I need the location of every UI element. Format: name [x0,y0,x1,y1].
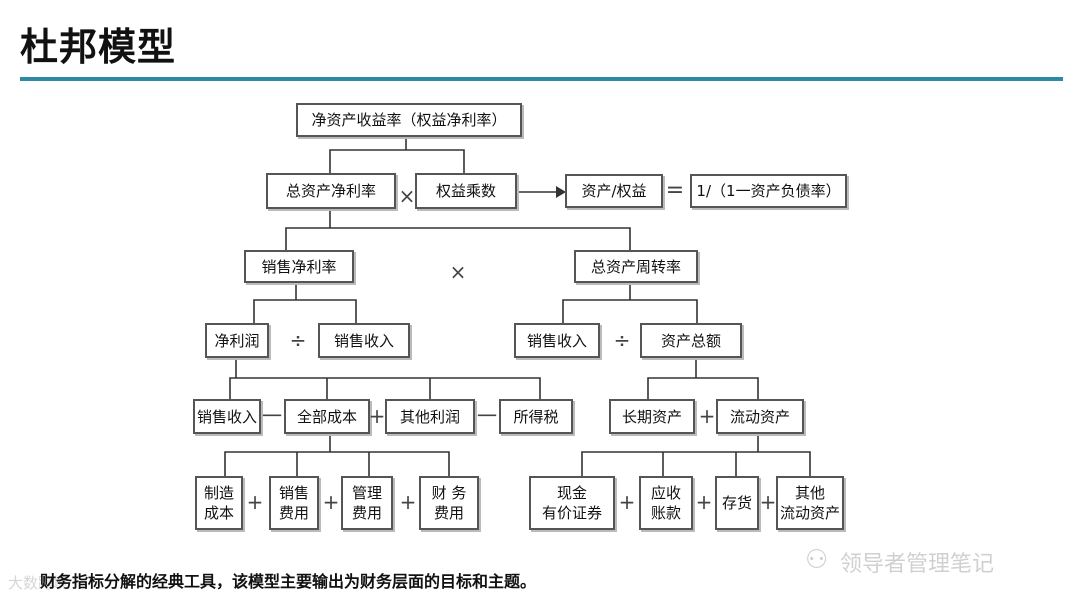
plus-operator: + [322,490,340,514]
node-inventory: 存货 [715,476,759,530]
node-other-profit: 其他利润 [385,399,475,434]
plus-operator: + [759,490,777,514]
node-long-term-assets: 长期资产 [609,399,695,434]
times-operator: × [398,184,416,208]
node-sales-revenue: 销售收入 [318,323,410,358]
minus-operator: 一 [262,404,282,428]
node-total-cost: 全部成本 [284,399,370,434]
node-net-profit: 净利润 [205,323,269,358]
watermark-text: 领导者管理笔记 [840,552,995,577]
node-selling-expense: 销售 费用 [269,476,319,530]
divide-operator: ÷ [289,328,307,352]
node-income-tax: 所得税 [499,399,573,434]
node-sales-revenue: 销售收入 [193,399,261,434]
corner-watermark: 大数跨境 [8,574,69,592]
plus-operator: + [399,490,417,514]
plus-operator: + [698,404,716,428]
node-admin-expense: 管理 费用 [341,476,393,530]
node-current-assets: 流动资产 [716,399,804,434]
plus-operator: + [618,490,636,514]
plus-operator: + [368,404,386,428]
node-debt-formula: 1/（1一资产负债率） [690,174,847,208]
caption-text: 财务指标分解的经典工具，该模型主要输出为财务层面的目标和主题。 [40,572,537,591]
node-manufacturing-cost: 制造 成本 [195,476,243,530]
title-divider [20,77,1063,81]
node-asset-turnover: 总资产周转率 [574,250,698,283]
node-finance-expense: 财 务 费用 [419,476,479,530]
node-equity-multiplier: 权益乘数 [415,173,517,209]
node-cash-securities: 现金 有价证券 [529,476,615,530]
wechat-icon: ⚇ [805,545,829,575]
node-total-assets: 资产总额 [640,323,742,358]
node-assets-equity: 资产/权益 [565,174,663,208]
node-roa: 总资产净利率 [266,173,396,209]
minus-operator: 一 [477,404,497,428]
node-other-current-assets: 其他 流动资产 [776,476,844,530]
node-sales-revenue: 销售收入 [514,323,600,358]
node-receivables: 应收 账款 [639,476,693,530]
equals-operator: = [665,178,685,203]
divide-operator: ÷ [613,328,631,352]
node-roe: 净资产收益率（权益净利率） [296,103,522,137]
page-title: 杜邦模型 [20,25,177,69]
times-operator: × [449,260,467,284]
plus-operator: + [246,490,264,514]
plus-operator: + [695,490,713,514]
node-net-margin: 销售净利率 [244,250,354,283]
